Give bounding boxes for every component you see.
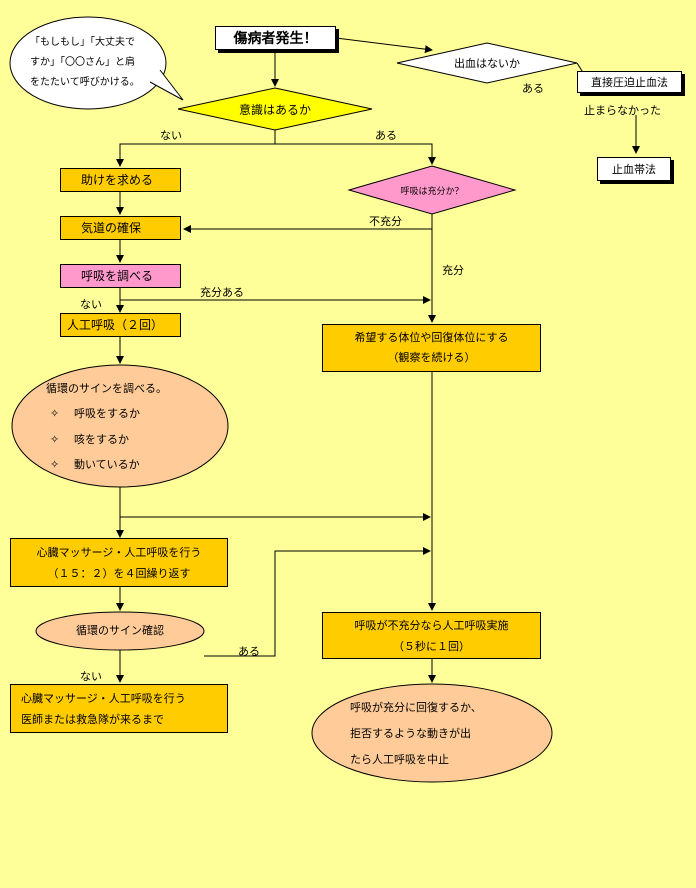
decision-bleeding-label: 出血はないか [454, 57, 520, 70]
circulation-sign-item: ✧ 咳をするか [46, 432, 129, 448]
edge-label-no: ない [160, 129, 182, 142]
cpr-cycle-box: 心臓マッサージ・人工呼吸を行う （１５：２）を４回繰り返す [10, 538, 228, 587]
circulation-sign-item: ✧ 動いているか [46, 457, 140, 473]
diamond-bullet-icon: ✧ [50, 407, 60, 421]
edge-label-yes: ある [522, 82, 544, 95]
callout-text: 「もしもし」「大丈夫で すか」「〇〇さん」と肩 をたたいて呼びかける。 [30, 28, 160, 98]
callout-line: 「もしもし」「大丈夫で [30, 37, 135, 48]
edge-label-sufficient-yes: 充分ある [200, 286, 244, 299]
rescue-breaths-box: 人工呼吸（２回） [60, 313, 181, 337]
cpr-cycle-line: 心臓マッサージ・人工呼吸を行う [36, 545, 202, 559]
decision-breathing-label: 呼吸は充分か？ [400, 186, 464, 197]
edge-label-insufficient: 不充分 [369, 215, 402, 228]
callout-line: すか」「〇〇さん」と肩 [30, 57, 135, 68]
recovery-box: 希望する体位や回復体位にする （観察を続ける） [322, 324, 541, 372]
edge-label-no: ない [80, 298, 102, 311]
circulation-sign-text: 動いているか [74, 457, 140, 471]
decision-bleeding-shape [396, 42, 578, 84]
start-box: 傷病者発生！ [215, 26, 336, 50]
cpr-continue-line: 心臓マッサージ・人工呼吸を行う [21, 691, 186, 705]
cpr-continue-box: 心臓マッサージ・人工呼吸を行う 医師または救急隊が来るまで [10, 684, 228, 733]
rescue-breaths-label: 人工呼吸（２回） [67, 318, 164, 332]
direct-pressure-box: 直接圧迫止血法 [577, 71, 682, 93]
decision-conscious: 意識はあるか [178, 99, 372, 119]
circulation-confirm: 循環のサイン確認 [36, 621, 204, 641]
check-breathing-label: 呼吸を調べる [81, 269, 154, 283]
diamond-bullet-icon: ✧ [50, 457, 60, 471]
circulation-sign-text: 咳をするか [74, 432, 129, 446]
edge-label-yes: ある [375, 129, 397, 142]
not-stopped-label: 止まらなかった [584, 104, 661, 117]
circulation-signs: 循環のサインを調べる。 ✧ 呼吸をするか ✧ 咳をするか ✧ 動いているか [46, 381, 221, 473]
stop-rescue: 呼吸が充分に回復するか、 拒否するような動きが出 たら人工呼吸を中止 [350, 700, 520, 768]
start-label: 傷病者発生！ [233, 31, 318, 47]
tourniquet-box: 止血帯法 [597, 157, 671, 181]
rescue-insufficient-line: （５秒に１回） [393, 639, 470, 653]
cpr-cycle-line: （１５：２）を４回繰り返す [47, 566, 191, 580]
rescue-insufficient-box: 呼吸が不充分なら人工呼吸実施 （５秒に１回） [322, 612, 541, 659]
call-help-box: 助けを求める [60, 168, 181, 192]
callout-bubble [9, 16, 167, 110]
decision-breathing: 呼吸は充分か？ [349, 182, 515, 198]
stop-rescue-line: 拒否するような動きが出 [350, 727, 471, 740]
edge-label-sufficient: 充分 [442, 264, 464, 277]
direct-pressure-label: 直接圧迫止血法 [591, 76, 668, 89]
circulation-sign-item: ✧ 呼吸をするか [46, 406, 140, 422]
tourniquet-label: 止血帯法 [612, 163, 656, 176]
decision-bleeding: 出血はないか [397, 54, 577, 72]
airway-label: 気道の確保 [81, 221, 142, 235]
check-breathing-box: 呼吸を調べる [60, 264, 181, 288]
callout-line: をたたいて呼びかける。 [30, 77, 140, 88]
stop-rescue-line: たら人工呼吸を中止 [350, 753, 449, 766]
call-help-label: 助けを求める [81, 173, 154, 187]
cpr-continue-line: 医師または救急隊が来るまで [21, 712, 164, 726]
circulation-sign-text: 呼吸をするか [74, 407, 140, 421]
decision-conscious-label: 意識はあるか [238, 102, 311, 117]
circulation-signs-title: 循環のサインを調べる。 [46, 382, 167, 395]
edge-label-no: ない [80, 670, 102, 683]
airway-box: 気道の確保 [60, 216, 181, 240]
rescue-insufficient-line: 呼吸が不充分なら人工呼吸実施 [354, 618, 509, 632]
stop-rescue-shape [311, 683, 553, 783]
stop-rescue-line: 呼吸が充分に回復するか、 [350, 701, 482, 714]
callout-pointer [149, 69, 184, 101]
recovery-line: （観察を続ける） [387, 351, 476, 364]
recovery-line: 希望する体位や回復体位にする [354, 331, 509, 344]
diamond-bullet-icon: ✧ [50, 432, 60, 446]
circulation-confirm-label: 循環のサイン確認 [76, 624, 164, 637]
edge-label-yes: ある [238, 645, 260, 658]
